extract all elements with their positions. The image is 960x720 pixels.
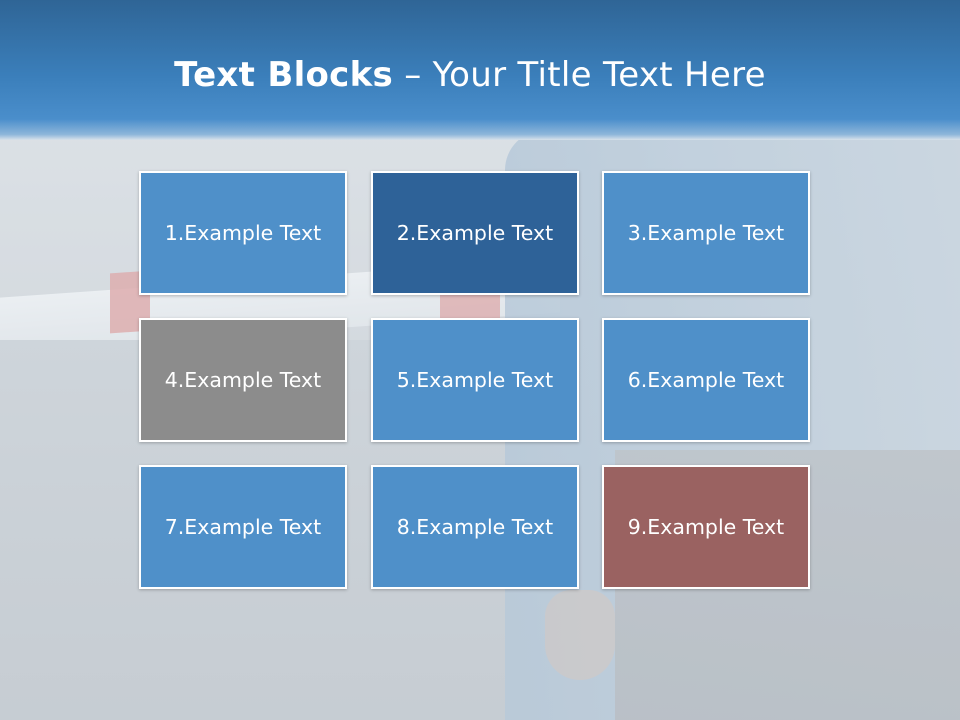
- text-block-8: 8.Example Text: [371, 465, 579, 589]
- text-block-6: 6.Example Text: [602, 318, 810, 442]
- header-band: [0, 0, 960, 140]
- background-person-hand: [545, 590, 615, 680]
- text-block-7: 7.Example Text: [139, 465, 347, 589]
- title-strong: Text Blocks: [174, 55, 394, 95]
- text-block-3: 3.Example Text: [602, 171, 810, 295]
- title-separator: –: [393, 55, 433, 95]
- text-block-label: 1.Example Text: [164, 221, 322, 245]
- text-block-2: 2.Example Text: [371, 171, 579, 295]
- text-block-9: 9.Example Text: [602, 465, 810, 589]
- text-block-label: 6.Example Text: [627, 368, 785, 392]
- text-block-label: 7.Example Text: [164, 515, 322, 539]
- text-block-label: 4.Example Text: [164, 368, 322, 392]
- text-block-5: 5.Example Text: [371, 318, 579, 442]
- text-block-label: 9.Example Text: [627, 515, 785, 539]
- text-block-1: 1.Example Text: [139, 171, 347, 295]
- text-block-label: 2.Example Text: [396, 221, 554, 245]
- text-block-label: 3.Example Text: [627, 221, 785, 245]
- text-block-4: 4.Example Text: [139, 318, 347, 442]
- text-block-label: 8.Example Text: [396, 515, 554, 539]
- text-block-label: 5.Example Text: [396, 368, 554, 392]
- slide-title: Text Blocks – Your Title Text Here: [0, 52, 940, 98]
- title-rest: Your Title Text Here: [432, 55, 766, 95]
